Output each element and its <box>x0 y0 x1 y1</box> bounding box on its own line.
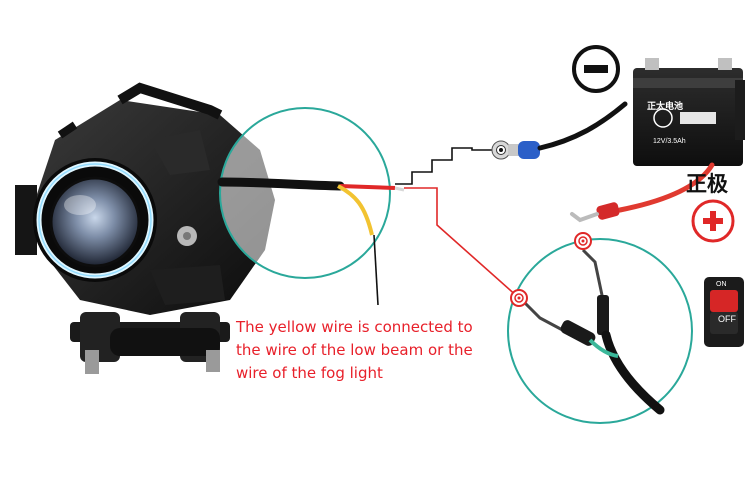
yellow-wire-pointer <box>373 234 379 306</box>
battery <box>633 58 745 166</box>
wire-detail-circle-top <box>217 107 405 279</box>
marker-left-terminal <box>510 289 528 307</box>
switch-off-label: OFF <box>718 314 736 324</box>
negative-ring-terminal <box>491 101 628 160</box>
caption-line-3: wire of the fog light <box>236 364 383 382</box>
positive-cable <box>570 162 715 223</box>
instruction-caption: The yellow wire is connected to the wire… <box>236 316 506 385</box>
headlight-lamp <box>15 82 275 374</box>
caption-line-1: The yellow wire is connected to <box>236 318 473 336</box>
negative-symbol-icon <box>572 45 620 93</box>
positive-wire-line <box>404 187 520 299</box>
battery-sub-label: 12V/3.5Ah <box>653 138 686 145</box>
switch-on-label: ON <box>716 281 727 288</box>
marker-top-terminal <box>574 232 592 250</box>
battery-brand-label: 正太电池 <box>647 101 684 111</box>
on-off-switch <box>704 277 744 347</box>
caption-line-2: the wire of the low beam or the <box>236 341 473 359</box>
negative-wire-line <box>395 147 494 185</box>
positive-terminal-label: 正极 <box>686 172 728 196</box>
wire-detail-circle-bottom <box>507 238 693 424</box>
positive-symbol-icon <box>691 199 735 243</box>
